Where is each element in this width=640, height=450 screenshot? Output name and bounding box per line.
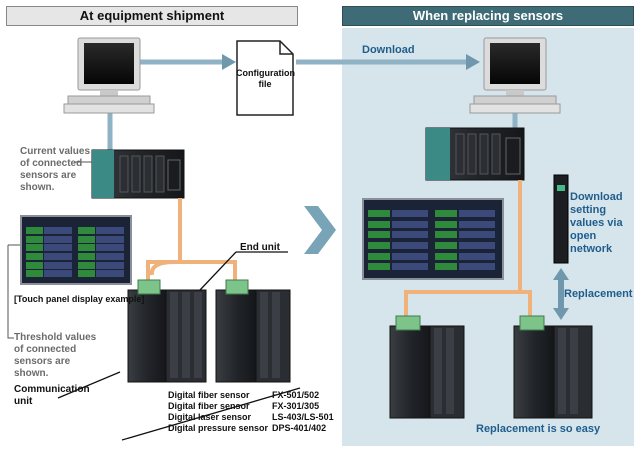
config-file-icon [236, 40, 294, 116]
touch-panel-cell [435, 242, 458, 249]
current-values-label: Current values of connected sensors are … [20, 146, 91, 193]
touch-panel-cell [78, 227, 95, 234]
sensor-model: DPS-401/402 [272, 423, 327, 433]
touch-panel-value [44, 270, 73, 278]
touch-panel-cell [368, 231, 391, 239]
touch-panel-value [96, 235, 125, 243]
touch-panel-cell [26, 270, 43, 278]
touch-panel-cell [435, 210, 458, 217]
touch-panel-value [458, 210, 496, 217]
touch-panel-cell [78, 244, 95, 252]
touch-panel-cell [78, 235, 95, 243]
sensor-list: Digital fiber sensor FX-501/502 Digital f… [168, 390, 338, 434]
sensor-model: LS-403/LS-501 [272, 412, 334, 422]
touch-panel-cell [435, 252, 458, 260]
touch-panel-value [44, 235, 73, 243]
touch-panel-cell [26, 227, 43, 234]
arrow-pc-to-file [140, 54, 236, 70]
pc-left-icon [63, 37, 155, 114]
touch-panel-value [391, 220, 429, 228]
pc-right-icon [469, 37, 561, 114]
touch-panel-left [20, 215, 132, 285]
touch-panel-value [458, 231, 496, 239]
network-unit-icon [553, 174, 569, 264]
touch-panel-cell [368, 210, 391, 217]
touch-panel-value [458, 263, 496, 271]
comm-unit-left-icon [127, 279, 291, 383]
touch-panel-value [96, 270, 125, 278]
sensor-row: Digital laser sensor LS-403/LS-501 [168, 412, 338, 423]
touch-panel-cell [26, 244, 43, 252]
orange-cables-right [404, 180, 532, 318]
touch-panel-cell [368, 263, 391, 271]
touch-panel-right [362, 198, 504, 280]
touch-panel-cell [78, 261, 95, 269]
touch-panel-value [391, 252, 429, 260]
arrow-download [296, 54, 480, 70]
replacement-arrow [553, 268, 569, 320]
touch-panel-cell [368, 220, 391, 228]
big-arrow [304, 206, 336, 254]
communication-unit-label: Communication unit [14, 384, 90, 407]
touch-panel-value [96, 261, 125, 269]
touch-panel-cell [26, 235, 43, 243]
sensor-type: Digital laser sensor [168, 412, 252, 422]
touch-panel-value [44, 253, 73, 260]
touch-panel-cell [435, 263, 458, 271]
blue-connectors [107, 110, 518, 150]
sensor-model: FX-301/305 [272, 401, 320, 411]
sensor-row: Digital fiber sensor FX-501/502 [168, 390, 338, 401]
touch-panel-value [44, 261, 73, 269]
replacement-easy-label: Replacement is so easy [476, 423, 601, 435]
sensor-type: Digital pressure sensor [168, 423, 269, 433]
end-unit-label: End unit [240, 242, 280, 253]
header-when-replacing: When replacing sensors [342, 6, 634, 26]
touch-panel-value [391, 242, 429, 249]
download-setting-label: Download setting values via open network [570, 191, 623, 255]
touch-panel-caption: [Touch panel display example] [14, 294, 145, 304]
callout-lines [57, 251, 301, 441]
touch-panel-value [44, 227, 73, 234]
touch-panel-value [391, 263, 429, 271]
touch-panel-value [458, 242, 496, 249]
touch-panel-value [96, 227, 125, 234]
sensor-model: FX-501/502 [272, 390, 320, 400]
sensor-row: Digital fiber sensor FX-301/305 [168, 401, 338, 412]
comm-unit-right-icon [389, 315, 593, 419]
touch-panel-cell [435, 220, 458, 228]
touch-panel-cell [26, 261, 43, 269]
replacement-label: Replacement [564, 288, 633, 300]
threshold-values-label: Threshold values of connected sensors ar… [14, 332, 97, 379]
touch-panel-value [391, 231, 429, 239]
touch-panel-cell [368, 242, 391, 249]
touch-panel-value [96, 244, 125, 252]
touch-panel-cell [78, 253, 95, 260]
touch-panel-value [458, 252, 496, 260]
touch-panel-value [44, 244, 73, 252]
header-at-shipment: At equipment shipment [6, 6, 298, 26]
download-label: Download [362, 44, 415, 56]
plc-right-icon [425, 127, 525, 181]
config-file-label: Configuration file [236, 68, 295, 89]
sensor-type: Digital fiber sensor [168, 401, 250, 411]
touch-panel-cell [26, 253, 43, 260]
sensor-type: Digital fiber sensor [168, 390, 250, 400]
plc-left-icon [91, 149, 185, 199]
touch-panel-cell [368, 252, 391, 260]
touch-panel-cell [78, 270, 95, 278]
touch-panel-value [458, 220, 496, 228]
touch-panel-value [391, 210, 429, 217]
touch-panel-cell [435, 231, 458, 239]
orange-cables-left [146, 198, 237, 280]
touch-panel-value [96, 253, 125, 260]
